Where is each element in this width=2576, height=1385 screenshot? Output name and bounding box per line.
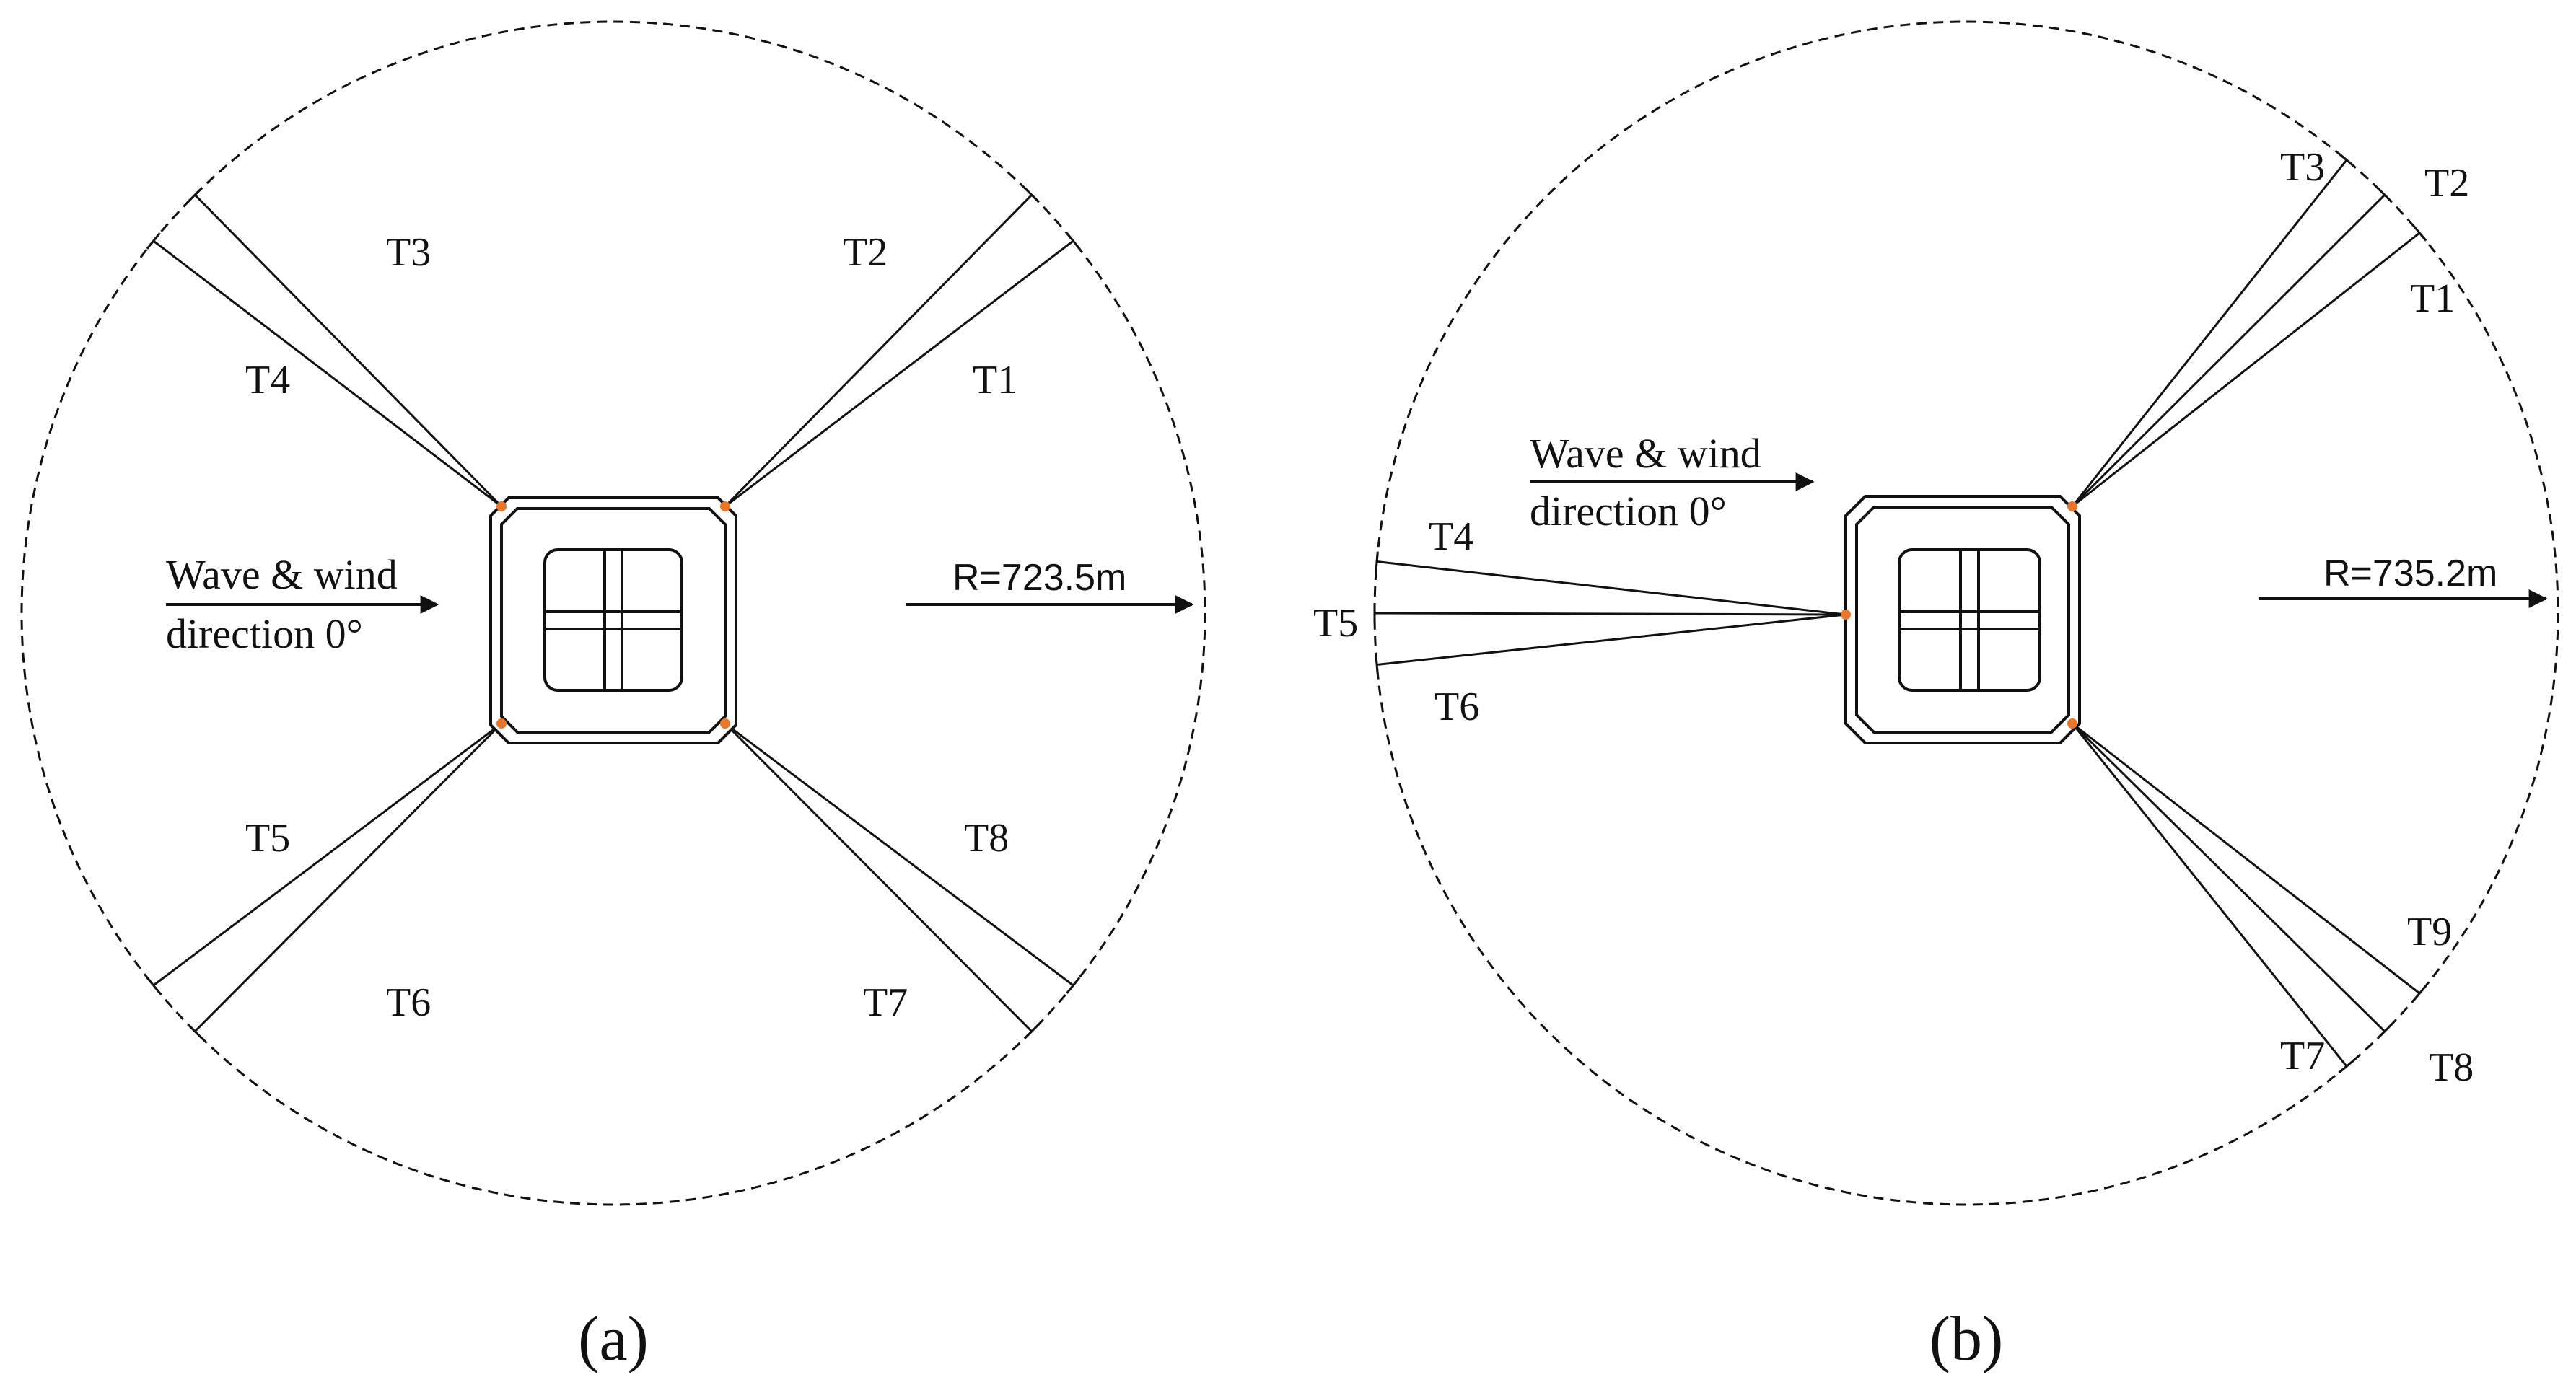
mooring-line-t8 — [2071, 722, 2386, 1032]
anchor-tick — [2376, 1023, 2393, 1039]
platform-outer-hull — [489, 496, 737, 744]
anchor-tick — [146, 232, 161, 250]
mooring-line-t3 — [152, 239, 502, 508]
mooring-line-label: T2 — [843, 230, 888, 275]
fairlead-point — [2067, 718, 2077, 729]
panel-caption: (a) — [578, 1304, 649, 1374]
wave-direction-label: Wave & wind — [1530, 430, 1761, 477]
platform-outer-hull — [1844, 495, 2081, 744]
platform-inner-hull — [500, 507, 727, 734]
mooring-line-label: T1 — [2410, 276, 2455, 321]
semi-submersible-platform — [1844, 495, 2081, 744]
anchor-tick — [1023, 1023, 1040, 1039]
radius-label: R=723.5m — [952, 557, 1126, 599]
anchor-tick — [146, 977, 161, 994]
fairlead-point — [1841, 610, 1851, 620]
mooring-line-label: T7 — [863, 980, 908, 1025]
mooring-radius-circle — [1373, 20, 2559, 1206]
radius-label: R=735.2m — [2323, 553, 2497, 594]
mooring-line-label: T7 — [2280, 1034, 2325, 1078]
wave-direction-label: Wave & wind — [166, 551, 398, 598]
mooring-line-label: T3 — [386, 230, 431, 275]
anchor-tick — [1375, 654, 1379, 675]
mooring-line-label: T8 — [2429, 1045, 2474, 1090]
mooring-line-label: T4 — [245, 358, 290, 403]
mooring-line-t3 — [2071, 159, 2348, 507]
mooring-line-label: T8 — [964, 816, 1009, 861]
mooring-line-label: T1 — [973, 358, 1017, 403]
fairlead-point — [2067, 501, 2077, 511]
mooring-line-t4 — [194, 194, 503, 508]
mooring-line-t8 — [724, 722, 1033, 1032]
mooring-line-t7 — [724, 722, 1074, 987]
mooring-line-t5 — [1374, 612, 1846, 616]
mooring-line-t5 — [194, 722, 503, 1032]
fairlead-point — [496, 501, 507, 511]
anchor-tick — [2338, 1059, 2355, 1074]
deck-outline — [543, 548, 683, 692]
mooring-line-t9 — [2072, 722, 2421, 995]
mooring-line-t6 — [152, 722, 502, 987]
anchor-tick — [2412, 985, 2427, 1002]
anchor-tick — [1375, 551, 1379, 572]
anchor-tick — [1023, 187, 1040, 203]
fairlead-point — [720, 501, 730, 511]
anchor-tick — [1066, 232, 1081, 250]
semi-submersible-platform — [489, 496, 737, 744]
mooring-line-label: T5 — [1313, 601, 1358, 646]
platform-inner-hull — [1855, 506, 2070, 734]
anchor-tick — [2376, 187, 2393, 203]
mooring-line-t7 — [2071, 723, 2348, 1068]
anchor-tick — [187, 1023, 203, 1039]
mooring-line-label: T2 — [2424, 161, 2469, 206]
mooring-line-t1 — [724, 194, 1033, 508]
mooring-line-t2 — [2071, 194, 2386, 508]
mooring-line-label: T6 — [386, 980, 431, 1025]
fairlead-point — [496, 718, 507, 729]
mooring-line-label: T3 — [2280, 145, 2325, 190]
deck-outline — [1898, 548, 2041, 692]
fairlead-point — [720, 718, 730, 729]
mooring-lines-group — [1373, 152, 2427, 1074]
panel-caption: (b) — [1929, 1304, 2004, 1374]
anchor-tick — [2412, 224, 2427, 242]
mooring-line-t4 — [1376, 560, 1846, 616]
wave-direction-label: direction 0° — [166, 610, 363, 657]
mooring-line-label: T5 — [245, 816, 290, 861]
mooring-line-label: T6 — [1434, 685, 1479, 729]
anchor-tick — [1066, 977, 1081, 994]
mooring-radius-circle — [20, 20, 1206, 1206]
anchor-tick — [2338, 152, 2355, 167]
mooring-line-t2 — [724, 239, 1074, 508]
wave-direction-label: direction 0° — [1530, 488, 1727, 535]
mooring-line-t1 — [2072, 232, 2421, 508]
mooring-line-label: T9 — [2407, 910, 2452, 954]
anchor-tick — [187, 187, 203, 203]
mooring-line-label: T4 — [1429, 514, 1473, 559]
mooring-line-t6 — [1376, 613, 1846, 666]
mooring-lines-group — [146, 187, 1081, 1039]
